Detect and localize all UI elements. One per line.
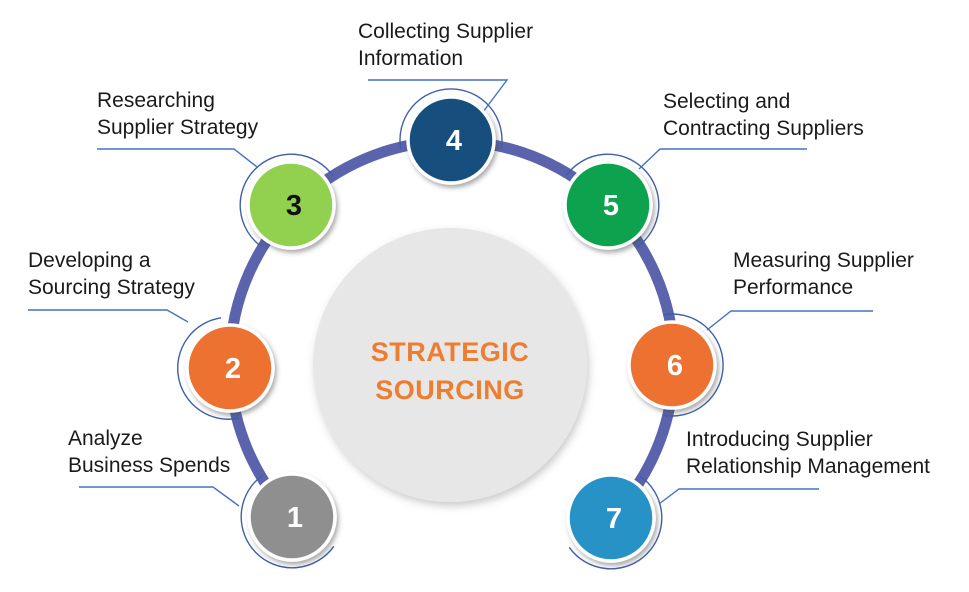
center-title-line2: SOURCING bbox=[375, 375, 525, 405]
center-circle bbox=[313, 228, 587, 502]
node-2 bbox=[185, 323, 275, 413]
node-7 bbox=[566, 473, 656, 563]
node-3 bbox=[246, 160, 336, 250]
node-7-outline-arc bbox=[568, 475, 663, 570]
node-5-number: 5 bbox=[603, 190, 619, 222]
node-2-circle bbox=[185, 323, 275, 413]
center-title-line1: STRATEGIC bbox=[371, 337, 530, 367]
node-1-circle bbox=[247, 472, 337, 562]
label-2-line2: Sourcing Strategy bbox=[28, 276, 195, 299]
node-7-circle bbox=[566, 473, 656, 563]
label-1: Analyze Business Spends bbox=[68, 425, 230, 479]
node-5-outline-arc bbox=[565, 153, 660, 248]
leader-3 bbox=[97, 148, 258, 168]
label-5-line1: Selecting and bbox=[663, 90, 791, 113]
label-2: Developing a Sourcing Strategy bbox=[28, 247, 195, 301]
node-6-number: 6 bbox=[667, 350, 683, 382]
node-3-outline-arc bbox=[239, 153, 334, 248]
label-3-line2: Supplier Strategy bbox=[97, 116, 259, 139]
leader-6 bbox=[706, 310, 873, 331]
node-2-outline-arc bbox=[177, 317, 240, 420]
leader-1 bbox=[79, 486, 240, 507]
label-2-line1: Developing a bbox=[28, 249, 151, 272]
node-2-number: 2 bbox=[225, 353, 241, 385]
label-5-line2: Contracting Suppliers bbox=[663, 117, 864, 140]
node-1 bbox=[247, 472, 337, 562]
node-3-circle bbox=[246, 160, 336, 250]
node-4-outline-arc bbox=[399, 88, 503, 150]
label-6-line1: Measuring Supplier bbox=[733, 249, 914, 272]
node-1-outline-arc bbox=[240, 474, 335, 569]
node-4-number: 4 bbox=[446, 125, 462, 157]
label-6: Measuring Supplier Performance bbox=[733, 247, 914, 301]
label-4-line2: Information bbox=[358, 47, 464, 70]
label-4: Collecting Supplier Information bbox=[358, 18, 533, 72]
label-7-line2: Relationship Management bbox=[686, 455, 930, 478]
label-7: Introducing Supplier Relationship Manage… bbox=[686, 426, 930, 480]
node-6-circle bbox=[627, 320, 717, 410]
leader-7 bbox=[658, 488, 819, 505]
node-5-circle bbox=[563, 160, 653, 250]
node-5 bbox=[563, 160, 653, 250]
node-6-outline-arc bbox=[662, 313, 724, 417]
node-3-number: 3 bbox=[286, 190, 302, 222]
node-4-circle bbox=[406, 95, 496, 185]
label-3: Researching Supplier Strategy bbox=[97, 87, 258, 141]
label-1-line1: Analyze bbox=[68, 427, 143, 450]
label-1-line2: Business Spends bbox=[68, 454, 231, 477]
leader-2 bbox=[28, 309, 189, 323]
label-5: Selecting and Contracting Suppliers bbox=[663, 88, 864, 142]
node-1-number: 1 bbox=[287, 502, 303, 534]
label-4-line1: Collecting Supplier bbox=[358, 20, 534, 43]
label-7-line1: Introducing Supplier bbox=[686, 428, 873, 451]
label-3-line1: Researching bbox=[97, 89, 215, 112]
leader-4 bbox=[368, 79, 509, 113]
node-7-number: 7 bbox=[606, 503, 622, 535]
node-4 bbox=[406, 95, 496, 185]
label-6-line2: Performance bbox=[733, 276, 854, 299]
node-6 bbox=[627, 320, 717, 410]
leader-5 bbox=[638, 148, 807, 170]
